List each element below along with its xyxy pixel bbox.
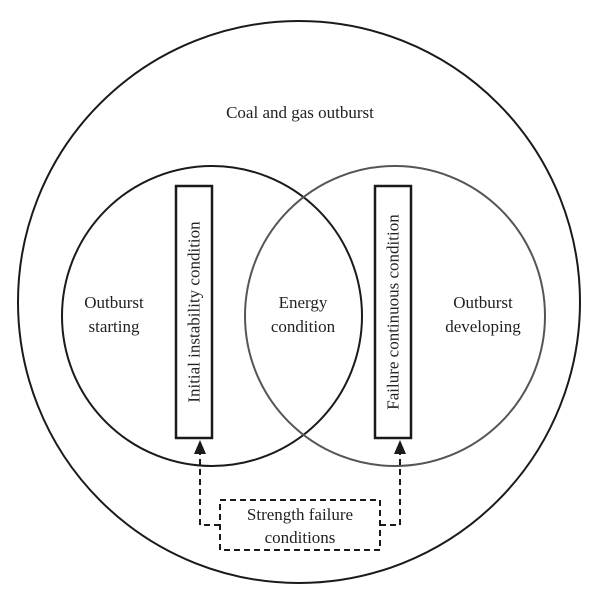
left-condition-box bbox=[174, 184, 214, 440]
right-circle-label-line1: Outburst bbox=[453, 293, 513, 312]
arrowhead-left bbox=[194, 440, 206, 454]
right-condition-box bbox=[373, 184, 413, 440]
left-condition-label: Initial instability condition bbox=[185, 221, 204, 403]
right-circle-label-line2: developing bbox=[445, 317, 521, 336]
left-circle bbox=[61, 165, 363, 467]
center-label-line2: condition bbox=[271, 317, 336, 336]
dashed-arrow-right bbox=[380, 452, 401, 526]
left-circle-label-line1: Outburst bbox=[84, 293, 144, 312]
arrowhead-right bbox=[394, 440, 406, 454]
right-condition-label: Failure continuous condition bbox=[384, 214, 403, 410]
outer-circle bbox=[17, 20, 581, 584]
strength-failure-label-line1: Strength failure bbox=[247, 505, 353, 524]
outer-title: Coal and gas outburst bbox=[226, 103, 374, 122]
center-label-line1: Energy bbox=[279, 293, 328, 312]
left-circle-label-line2: starting bbox=[89, 317, 140, 336]
strength-failure-label-line2: conditions bbox=[265, 528, 336, 547]
dashed-arrow-left bbox=[199, 452, 220, 526]
right-circle bbox=[244, 165, 546, 467]
strength-failure-box bbox=[219, 499, 381, 551]
